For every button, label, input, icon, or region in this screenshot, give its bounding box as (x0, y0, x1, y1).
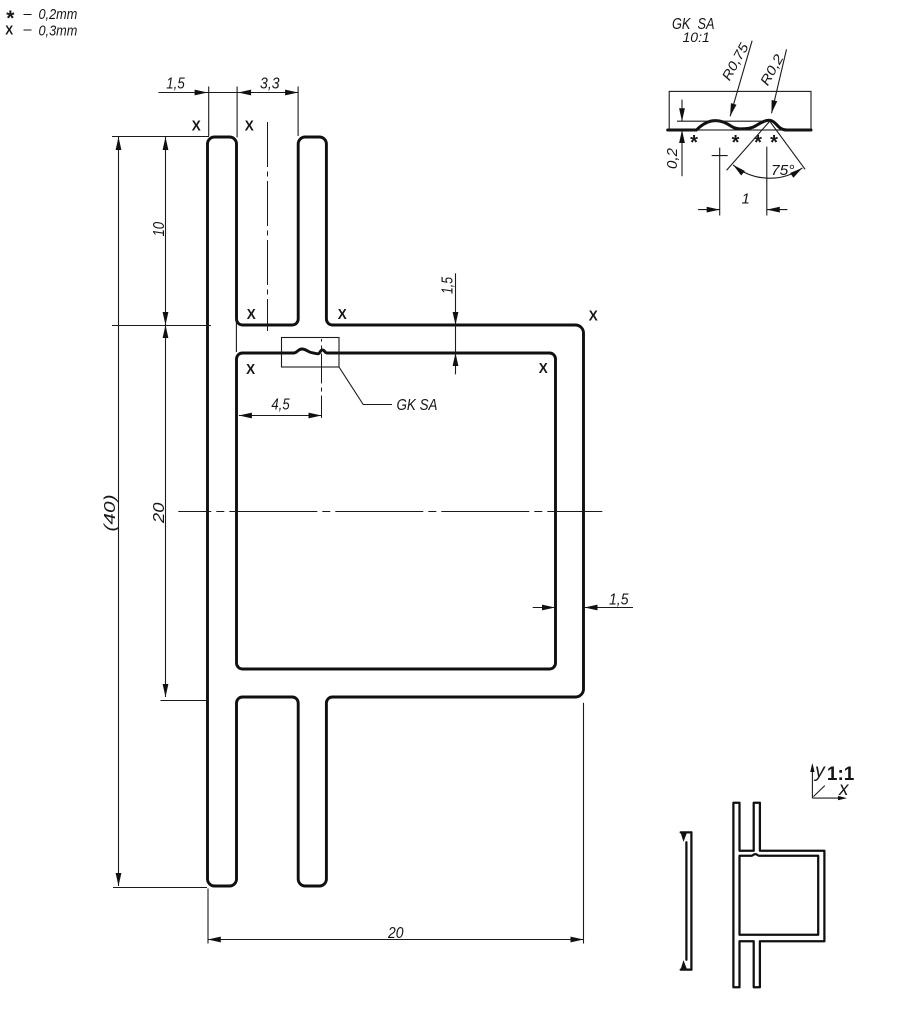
svg-text:3,3: 3,3 (260, 76, 280, 93)
svg-text:10: 10 (151, 222, 168, 237)
svg-text:1,5: 1,5 (609, 592, 629, 609)
svg-text:0,3mm: 0,3mm (39, 23, 78, 39)
svg-text:X: X (589, 307, 598, 324)
svg-text:X: X (192, 118, 201, 135)
svg-text:10:1: 10:1 (683, 29, 710, 45)
svg-text:0,2: 0,2 (665, 148, 681, 169)
svg-text:*: * (754, 132, 762, 154)
svg-text:(40): (40) (102, 495, 119, 532)
svg-text:–: – (23, 7, 33, 23)
svg-text:1,5: 1,5 (440, 277, 457, 294)
svg-text:X: X (247, 306, 256, 323)
svg-text:*: * (770, 132, 778, 154)
svg-text:X: X (245, 118, 254, 135)
svg-text:y: y (813, 760, 826, 782)
svg-text:X: X (338, 306, 347, 323)
svg-text:0,2mm: 0,2mm (39, 7, 78, 23)
svg-text:20: 20 (387, 925, 403, 942)
svg-text:*: * (6, 7, 15, 30)
svg-text:75°: 75° (771, 162, 795, 179)
svg-text:X: X (539, 360, 548, 377)
svg-text:1,5: 1,5 (166, 76, 185, 93)
svg-text:GK SA: GK SA (397, 397, 438, 414)
svg-text:1: 1 (742, 191, 750, 208)
svg-text:x: x (838, 779, 850, 800)
svg-text:20: 20 (151, 502, 168, 524)
svg-text:*: * (690, 132, 698, 154)
svg-text:–: – (23, 22, 33, 38)
svg-text:4,5: 4,5 (271, 397, 289, 414)
svg-text:X: X (246, 361, 255, 378)
svg-text:*: * (732, 132, 740, 154)
svg-text:1:1: 1:1 (827, 764, 855, 785)
svg-text:GK SA: GK SA (672, 16, 715, 33)
svg-text:X: X (5, 24, 13, 38)
